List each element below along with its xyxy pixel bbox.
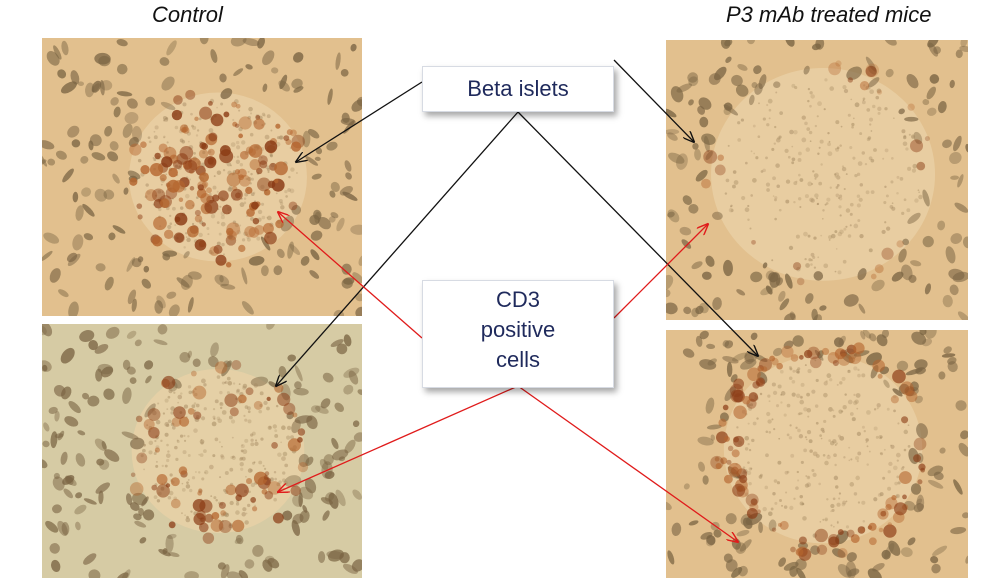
treated-top-image xyxy=(666,40,968,320)
control-bottom-micrograph xyxy=(42,324,362,578)
control-column-title: Control xyxy=(152,2,223,27)
control-bottom-image xyxy=(42,324,362,578)
cd3-positive-cells-callout: CD3 positive cells xyxy=(422,280,614,388)
treated-top-micrograph xyxy=(666,40,968,320)
treated-bottom-image xyxy=(666,330,968,578)
beta-islets-callout: Beta islets xyxy=(422,66,614,112)
control-top-image xyxy=(42,38,362,316)
cd3-callout-line-2: positive xyxy=(480,317,556,342)
cd3-callout-line-3: cells xyxy=(495,347,540,372)
treated-bottom-micrograph xyxy=(666,330,968,578)
treated-column-title: P3 mAb treated mice xyxy=(726,2,932,27)
cd3-callout-line-1: CD3 xyxy=(495,287,540,312)
control-top-micrograph xyxy=(42,38,362,316)
